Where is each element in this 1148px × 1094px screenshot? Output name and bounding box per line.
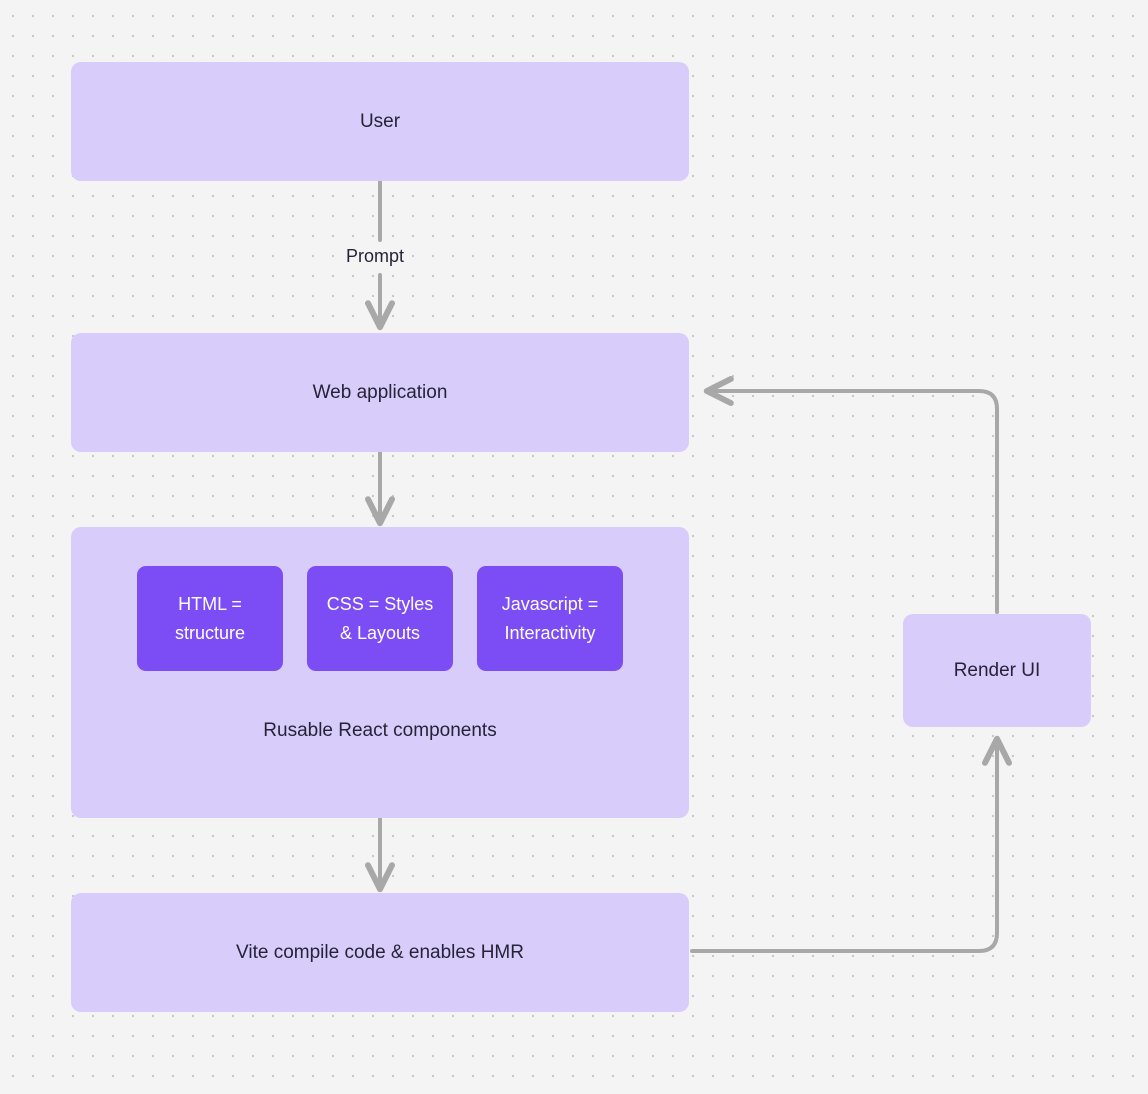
node-web-application-label: Web application [312,381,448,403]
node-css-box-label: CSS = Styles & Layouts [326,593,434,643]
node-html-box[interactable]: HTML = structure [137,566,283,671]
node-vite[interactable]: Vite compile code & enables HMR [71,893,689,1012]
node-web-application[interactable]: Web application [71,333,689,452]
node-user[interactable]: User [71,62,689,181]
node-components-group[interactable]: HTML = structure CSS = Styles & Layouts … [71,527,689,818]
node-css-box[interactable]: CSS = Styles & Layouts [307,566,453,671]
node-render-ui-label: Render UI [953,659,1041,681]
node-html-box-label: HTML = structure [174,593,246,643]
node-render-ui[interactable]: Render UI [903,614,1091,727]
node-user-label: User [359,110,401,132]
edge-label-prompt[interactable]: Prompt [339,245,412,268]
node-javascript-box-label: Javascript = Interactivity [501,593,599,643]
node-components-group-caption-text: Rusable React components [263,720,497,741]
node-javascript-box[interactable]: Javascript = Interactivity [477,566,623,671]
edge-vite-to-render-ui [690,735,1012,953]
node-components-group-caption: Rusable React components [71,720,689,742]
edge-label-prompt-text: Prompt [346,246,405,266]
node-vite-label: Vite compile code & enables HMR [236,941,524,963]
edge-render-ui-to-web-application [703,376,999,614]
